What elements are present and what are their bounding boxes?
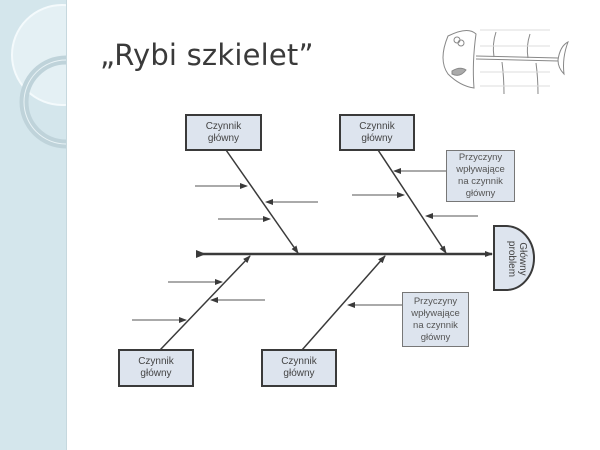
factor-label-line1: Czynnik bbox=[281, 356, 317, 367]
cause-line: Przyczyny bbox=[458, 152, 503, 163]
cause-line: na czynnik bbox=[413, 319, 458, 331]
factor-label-line2: główny bbox=[140, 368, 172, 379]
factor-label-line2: główny bbox=[207, 132, 240, 144]
cause-line: główny bbox=[465, 188, 496, 199]
fish-skeleton-icon bbox=[442, 29, 569, 95]
factor-label-line1: Czynnik bbox=[138, 356, 174, 367]
factor-label-line1: Czynnik bbox=[359, 120, 395, 132]
factor-label-line1: Czynnik bbox=[205, 120, 242, 132]
cause-note-top: Przyczyny wpływające na czynnik główny bbox=[446, 150, 515, 202]
cause-note-bottom: Przyczyny wpływające na czynnik główny bbox=[402, 292, 469, 347]
bone-bottom-left bbox=[159, 255, 251, 351]
bone-top-right bbox=[377, 149, 447, 254]
problem-line1: Główny bbox=[517, 242, 529, 276]
problem-line2: problem bbox=[506, 240, 518, 278]
slide-title: „Rybi szkielet” bbox=[100, 38, 314, 72]
factor-label-line2: główny bbox=[283, 368, 315, 379]
cause-line: wpływające bbox=[456, 164, 505, 175]
bone-top-left bbox=[225, 149, 299, 254]
spine-tail-arrow bbox=[196, 250, 206, 258]
cause-line: na czynnik bbox=[458, 176, 503, 187]
factor-label-line2: główny bbox=[361, 132, 393, 144]
cause-line: Przyczyny bbox=[413, 295, 458, 307]
decorative-circles bbox=[11, 4, 66, 149]
cause-line: główny bbox=[420, 331, 451, 343]
cause-line: wpływające bbox=[411, 307, 460, 319]
bone-bottom-right bbox=[301, 255, 386, 351]
main-problem-shape bbox=[493, 225, 535, 291]
slide-sidebar-decoration bbox=[0, 0, 67, 450]
